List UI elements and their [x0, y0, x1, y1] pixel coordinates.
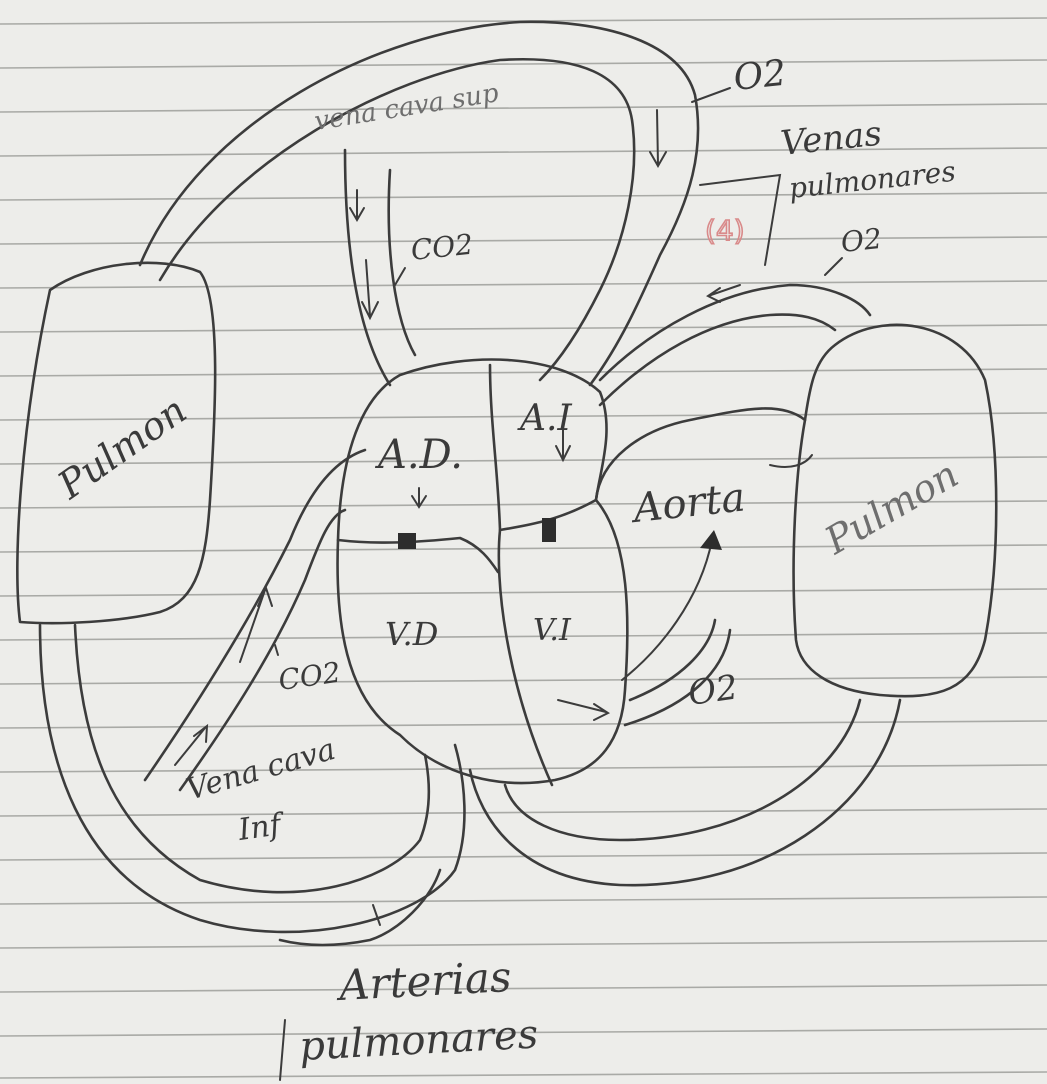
venas-pulmonares-bracket: [699, 173, 782, 266]
arrow-down-icon: [361, 259, 379, 321]
label-vena-cava-inf-line1: Vena cava: [183, 732, 340, 808]
label-ventricle-right: V.D: [385, 615, 438, 653]
co2-bottom-pointer: [274, 644, 279, 656]
arterias-pulmonares-trunk: [278, 868, 442, 947]
o2-top-pointer: [691, 87, 731, 103]
right-lower-loop-inner: [503, 698, 862, 842]
pulmonary-vein-inner: [598, 313, 837, 407]
ruled-lines: [0, 17, 1047, 1079]
label-o2-top: O2: [732, 53, 788, 99]
heart-septum: [488, 363, 554, 787]
left-lung-outline: [16, 261, 217, 625]
label-o2-bottom: O2: [686, 667, 741, 714]
right-lung-notch: [769, 454, 813, 468]
red-mark: (4): [705, 214, 745, 247]
label-venas-line1: Venas: [779, 114, 884, 164]
atrium-right-divider: [336, 536, 500, 574]
label-venas-line2: pulmonares: [787, 155, 957, 205]
vena-cava-sup-right: [387, 168, 417, 357]
label-atrium-right: A.D.: [374, 432, 463, 478]
label-vena-cava-sup: vena cava sup: [312, 78, 501, 137]
arterias-label-stem: [279, 1019, 286, 1081]
upper-arch-inner: [158, 58, 636, 382]
pulmonary-vein-outer: [598, 283, 872, 382]
arrow-up-icon: [174, 723, 209, 766]
arrow-down-icon: [411, 487, 427, 509]
arrow-down-icon: [349, 189, 365, 222]
label-aorta: Aorta: [627, 474, 747, 532]
vena-cava-sup-left: [343, 148, 392, 387]
left-lower-loop-inner: [73, 623, 431, 894]
arterias-pulmonares-pointer: [372, 904, 381, 926]
aorta-inner-2: [623, 628, 732, 727]
label-vena-cava-inf-line2: Inf: [235, 807, 288, 848]
right-lung-outline: [792, 323, 998, 698]
arrow-down-icon: [649, 109, 667, 169]
mitral-valve-mark: [542, 518, 556, 542]
arrow-left-icon: [706, 284, 741, 303]
vena-cava-inf-right: [178, 508, 347, 792]
label-o2-right: O2: [839, 222, 883, 259]
arrow-up-icon: [239, 585, 273, 663]
heart-outline: [336, 358, 629, 785]
arrow-down-icon: [555, 425, 571, 463]
flow-arrows: [174, 109, 741, 766]
aorta-curve-arrow-icon: [621, 539, 713, 681]
label-arterias-line1: Arterias: [334, 952, 513, 1010]
arrow-right-icon: [557, 699, 611, 721]
label-co2-top: CO2: [409, 228, 474, 267]
o2-right-pointer: [824, 257, 843, 276]
aorta-inner: [628, 618, 717, 702]
label-pulmon-left: Pulmon: [49, 388, 194, 508]
upper-arch-outer: [138, 20, 700, 387]
right-lower-loop-outer: [468, 698, 902, 887]
aorta-outer: [594, 407, 807, 502]
left-lower-loop-outer: [38, 623, 466, 934]
label-ventricle-left: V.I: [533, 613, 572, 648]
co2-top-pointer: [394, 267, 406, 286]
label-co2-bottom: CO2: [276, 656, 342, 697]
label-atrium-left: A.I: [517, 398, 572, 439]
tricuspid-valve-mark: [398, 533, 416, 549]
label-arterias-line2: pulmonares: [298, 1012, 539, 1070]
vena-cava-inf-left: [143, 448, 367, 782]
aorta-arrowhead-icon: [700, 530, 722, 550]
